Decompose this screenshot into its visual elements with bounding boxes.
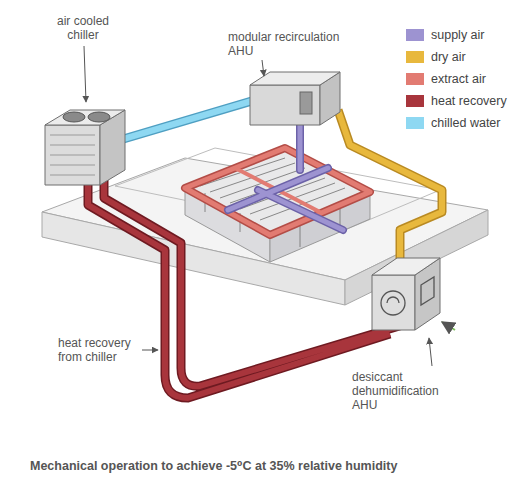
leader-arrow [429,338,432,366]
desiccant-vent [421,277,434,305]
supply-duct-edge [228,122,343,230]
leader-arrow [262,60,264,76]
chiller-front [45,125,100,185]
legend-swatch [406,29,424,41]
callout-label: air cooled chiller [46,14,120,42]
legend-label: extract air [431,72,486,86]
chiller-fan [88,112,110,122]
desiccant-wheel [381,291,405,315]
dry-air-duct-edge [338,110,442,260]
heat-recovery-pipe [88,180,406,398]
legend-label: supply air [431,28,485,42]
legend-swatch [406,117,424,129]
figure-caption: Mechanical operation to achieve -5⁰C at … [30,458,397,473]
desiccant-top [372,258,440,275]
chiller-top [45,110,125,125]
callout-label: desiccant dehumidification AHU [352,370,456,412]
legend-label: dry air [431,50,466,64]
chiller-grille [50,135,95,175]
leader-arrow [142,350,158,351]
leader-arrow [84,46,86,102]
legend-swatch [406,95,424,107]
ahu-front [250,85,320,125]
desiccant-front [372,275,415,330]
legend-swatch [406,73,424,85]
legend-label: chilled water [431,116,500,130]
supply-air-duct [228,122,343,230]
callout-label: modular recirculation AHU [228,30,356,58]
chilled-water-pipe [120,100,255,140]
ahu-panel [300,92,312,114]
chiller-fan [63,112,85,122]
dry-air-duct [338,110,442,260]
air-intake-arrow [442,322,455,330]
legend-label: heat recovery [431,94,507,108]
heat-recovery-pipe-edge [88,180,406,398]
callout-label: heat recovery from chiller [58,336,144,364]
legend-swatch [406,51,424,63]
chilled-water-pipe-edge [120,100,255,140]
